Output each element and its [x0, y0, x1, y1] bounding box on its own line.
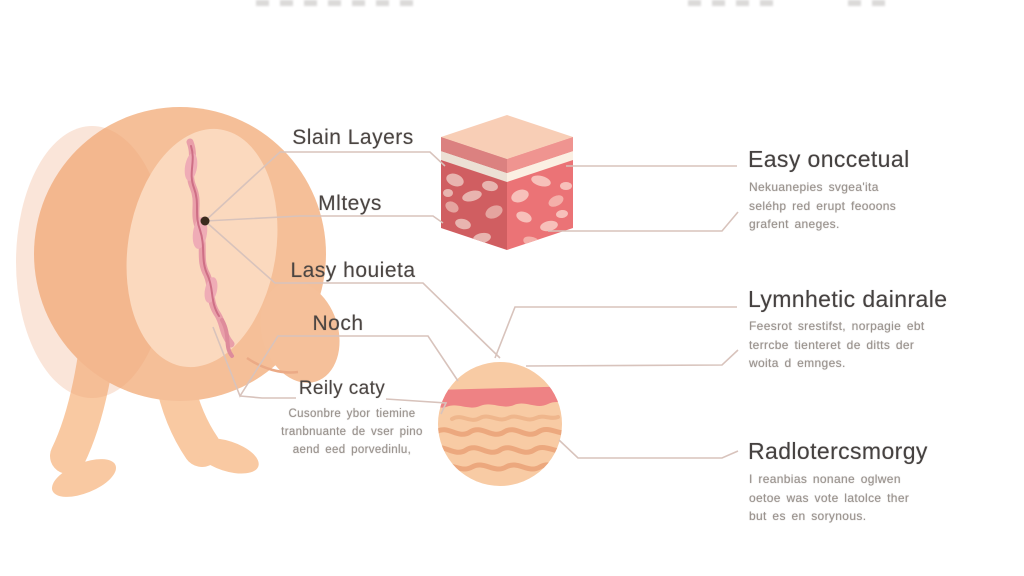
- varicose-vein: [184, 138, 235, 358]
- cube-left-shade: [441, 137, 507, 250]
- label-lasy-houieta: Lasy houieta: [290, 259, 416, 282]
- callout-lymnhetic-lower: [525, 349, 739, 367]
- epidermis-band-right: [507, 137, 573, 173]
- lymnhetic-dainrale-description: Feesrot srestifst, norpagie ebt terrcbe …: [749, 319, 925, 371]
- callout-lines: [204, 151, 739, 459]
- epidermis-band-left: [441, 137, 507, 173]
- heading-radlotercsmorgy: Radlotercsmorgy: [748, 438, 928, 464]
- cropped-text-artifact-right: [848, 0, 890, 6]
- callout-slain-layers: [204, 151, 446, 222]
- cube-top-face: [441, 115, 573, 159]
- label-slain-layers: Slain Layers: [292, 126, 414, 149]
- skin-closeup-circle: [438, 362, 562, 486]
- heading-lymnhetic-dainrale: Lymnhetic dainrale: [748, 286, 948, 312]
- callout-reily-right: [385, 398, 448, 415]
- label-noch: Noch: [312, 312, 364, 335]
- pointer-dot: [200, 216, 210, 226]
- cropped-text-artifact-left: [256, 0, 416, 6]
- cream-layer-left: [441, 151, 507, 182]
- skin-cube-illustration: [441, 115, 573, 250]
- left-foot: [51, 459, 117, 497]
- label-reily-caty: Reily caty: [298, 378, 386, 399]
- body-shading: [16, 126, 168, 398]
- callout-mlteys: [204, 215, 444, 224]
- dermis-marble-left: [443, 173, 503, 244]
- callout-cube-lower: [548, 211, 739, 232]
- label-mlteys: Mlteys: [318, 192, 382, 215]
- cream-layer-right: [507, 151, 573, 182]
- callout-lymnhetic: [494, 306, 737, 359]
- body-figure-illustration: [16, 107, 340, 497]
- body-crease: [246, 356, 299, 374]
- callout-noch: [212, 326, 459, 398]
- reily-caty-description: Cusonbre ybor tiemine tranbnuante de vse…: [281, 408, 423, 456]
- radlotercsmorgy-description: I reanbias nonane oglwen oetoe was vote …: [749, 472, 910, 524]
- callout-reily-left: [239, 395, 296, 399]
- circle-pink-band: [438, 386, 562, 408]
- heading-easy-onccetual: Easy onccetual: [748, 146, 910, 172]
- callout-lasy-houieta: [204, 220, 501, 359]
- easy-onccetual-description: Nekuanepies svgea'ita seléhp red erupt f…: [749, 180, 897, 232]
- cropped-text-artifact-mid: [688, 0, 783, 6]
- right-foot: [195, 438, 259, 474]
- body-fold-bump: [260, 281, 340, 383]
- callout-radlo: [558, 439, 739, 459]
